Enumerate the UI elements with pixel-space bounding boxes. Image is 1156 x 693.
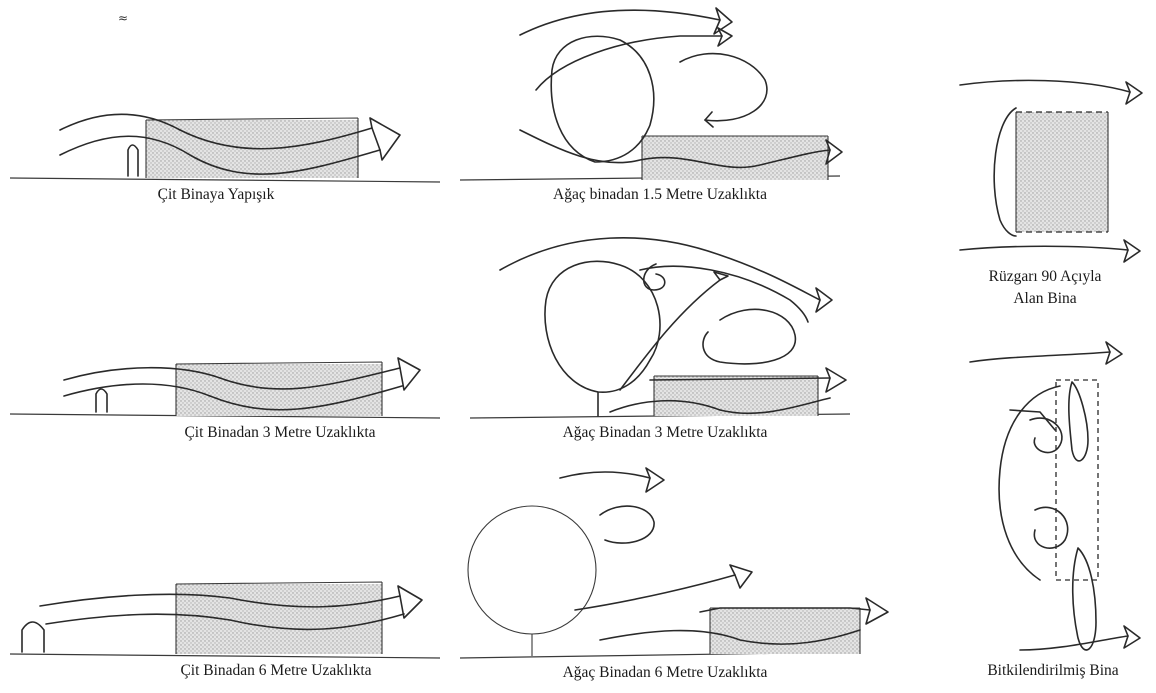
vortex-arrow [705, 112, 713, 127]
wind-arrow-head-rising [730, 565, 752, 588]
wind-arrow-head-right [866, 598, 888, 624]
vortex [703, 309, 795, 364]
wind-flow-wrap [999, 386, 1060, 580]
wind-arrow-head-top [646, 468, 664, 492]
hedge [128, 145, 138, 176]
hedge [96, 389, 107, 412]
vortex [680, 54, 767, 121]
wind-flow-top [970, 352, 1110, 362]
caption-tree-1-5m: Ağaç binadan 1.5 Metre Uzaklıkta [500, 186, 820, 204]
wind-flow-top [520, 10, 720, 35]
panel-tree-6m [460, 468, 888, 658]
panel-hedge-attached [10, 114, 440, 182]
wind-arrow-head-second [718, 28, 732, 46]
tree-crown [468, 506, 596, 634]
caption-tree-3m: Ağaç Binadan 3 Metre Uzaklıkta [500, 424, 830, 442]
caption-building-90-line2: Alan Bina [950, 290, 1140, 308]
panel-tree-1-5m [460, 8, 842, 180]
wind-arrow-head-mid [826, 368, 846, 392]
tree-crown [551, 36, 653, 162]
wind-flow-top [960, 80, 1130, 92]
caption-hedge-3m: Çit Binadan 3 Metre Uzaklıkta [130, 424, 430, 442]
building [654, 376, 818, 416]
wind-flow-rising [575, 575, 735, 610]
ground-line [10, 654, 440, 658]
wind-arrow-head-bottom [1124, 240, 1140, 262]
wind-arrow-head-top [1126, 82, 1142, 104]
panel-hedge-3m [10, 358, 440, 418]
wind-flow-bottom [960, 246, 1128, 250]
wind-flow-bottom [1020, 636, 1128, 650]
panel-tree-3m [470, 238, 850, 418]
panel-building-90 [960, 80, 1142, 262]
wind-arrow-head-top [1106, 342, 1122, 364]
wind-flow-top [560, 472, 650, 478]
wind-flow-wrap [994, 108, 1016, 236]
stray-mark: ≈ [118, 11, 128, 25]
wind-arrow-head [370, 118, 400, 160]
wind-flow-second [536, 36, 722, 90]
panel-hedge-6m [10, 582, 440, 658]
caption-vegetated-building: Bitkilendirilmiş Bina [950, 662, 1156, 680]
building [176, 584, 382, 654]
panel-vegetated-building [970, 342, 1140, 650]
tree-crown [545, 261, 660, 392]
ground-line [10, 178, 440, 182]
building [710, 608, 860, 654]
building [1016, 112, 1108, 232]
wind-arrow-head [398, 586, 422, 618]
caption-building-90-line1: Rüzgarı 90 Açıyla [950, 268, 1140, 286]
caption-hedge-6m: Çit Binadan 6 Metre Uzaklıkta [126, 662, 426, 680]
hedge [22, 622, 44, 652]
vortex [600, 506, 654, 543]
caption-tree-6m: Ağaç Binadan 6 Metre Uzaklıkta [500, 664, 830, 682]
wind-arrow-head [398, 358, 420, 390]
caption-hedge-attached: Çit Binaya Yapışık [96, 186, 336, 204]
building [176, 364, 382, 416]
